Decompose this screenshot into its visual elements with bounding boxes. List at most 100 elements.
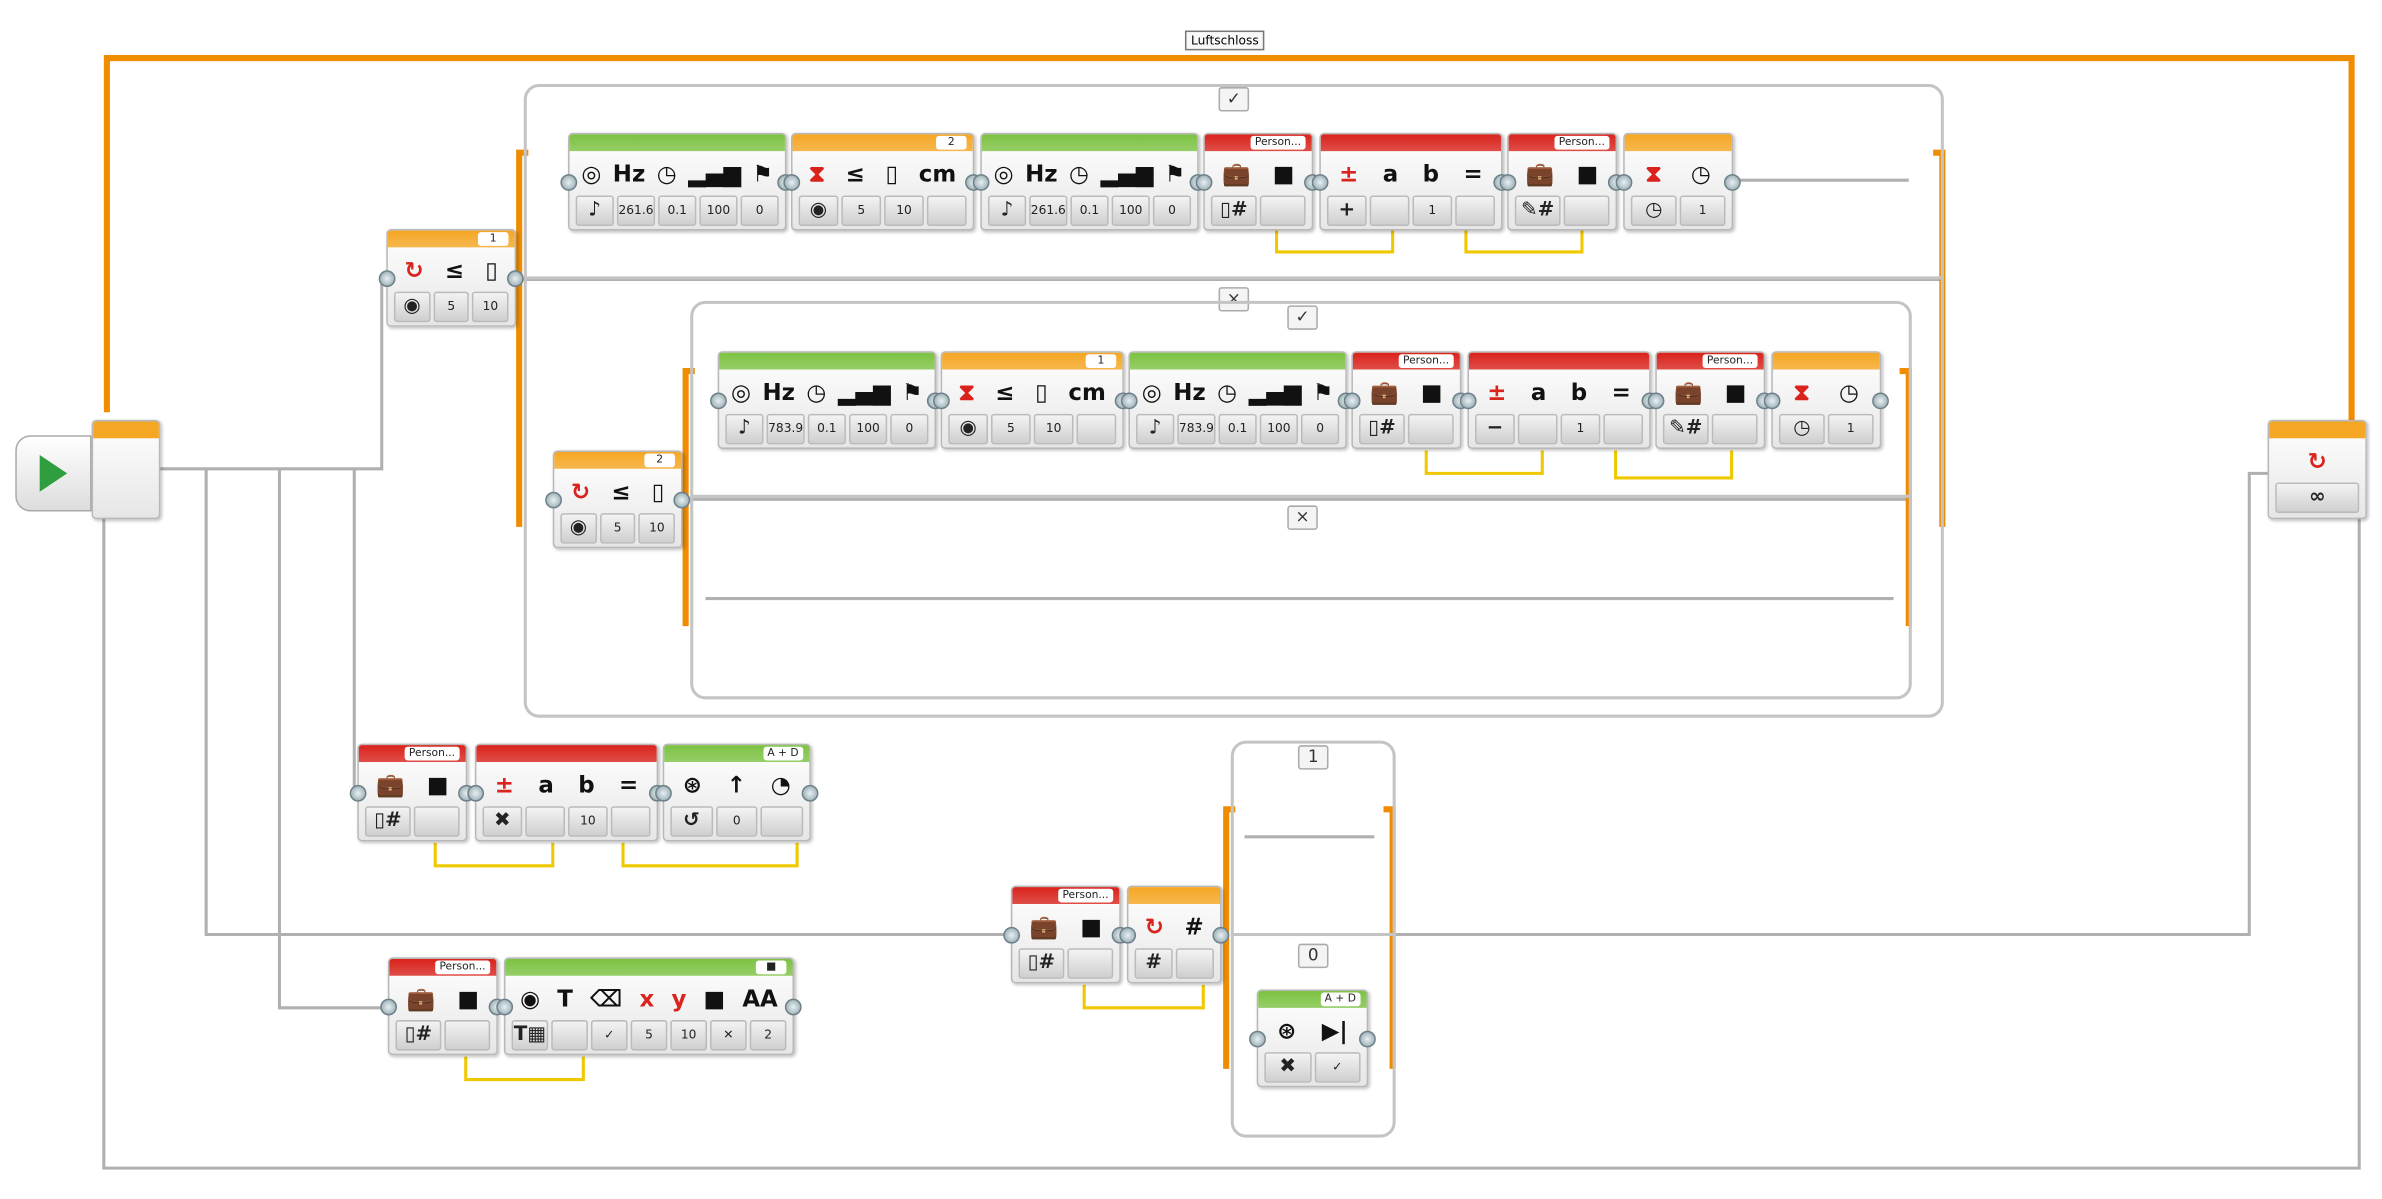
variable-read-block[interactable]: Person...💼■▯# [1195,132,1321,231]
mode-selector[interactable]: ◷ [1630,195,1677,226]
parameter-input[interactable]: 5 [433,291,470,323]
variable-write-block[interactable]: Person...💼■✎# [1499,132,1625,231]
parameter-input[interactable] [926,195,967,226]
mode-selector[interactable]: # [1134,948,1173,979]
mode-selector[interactable]: ✎# [1662,413,1709,445]
sequence-plug-in[interactable] [1120,392,1138,410]
program-title-tab[interactable]: Luftschloss [1184,30,1265,51]
variable-write-block[interactable]: Person...💼■✎# [1647,351,1773,449]
sequence-plug-in[interactable] [380,998,398,1016]
parameter-input[interactable] [1563,195,1610,226]
sequence-plug-in[interactable] [496,998,514,1016]
sequence-plug-out[interactable] [1723,174,1741,191]
block-header-label[interactable]: A + D [762,746,804,761]
sequence-plug-in[interactable] [467,784,485,802]
parameter-input[interactable]: 0 [740,195,779,226]
loop-start-block[interactable] [91,419,161,520]
parameter-input[interactable]: 5 [841,195,882,226]
numeric-switch-case-0-tab[interactable]: 0 [1297,943,1329,969]
parameter-input[interactable]: 10 [568,806,608,837]
parameter-input[interactable] [1603,413,1644,445]
mode-selector[interactable]: − [1475,413,1515,445]
inner-switch-true-tab[interactable]: ✓ [1287,305,1318,330]
parameter-input[interactable]: 261.6 [1029,195,1068,226]
parameter-input[interactable]: 1 [1827,413,1874,445]
block-header-label[interactable]: Person... [1702,354,1758,369]
sequence-plug-in[interactable] [1763,392,1781,410]
sequence-plug-in[interactable] [1195,174,1213,191]
sequence-plug-in[interactable] [783,174,801,191]
parameter-input[interactable]: 261.6 [616,195,656,226]
parameter-input[interactable] [444,1020,491,1051]
block-header-label[interactable]: ■ [755,960,787,975]
sequence-plug-in[interactable] [1615,174,1633,191]
parameter-input[interactable]: 10 [670,1020,708,1051]
parameter-input[interactable] [1259,195,1306,226]
parameter-input[interactable]: 10 [1033,413,1074,445]
block-header-label[interactable]: 2 [936,135,967,150]
sequence-plug-in[interactable] [655,784,672,802]
sequence-plug-in[interactable] [349,784,367,802]
parameter-input[interactable] [1711,413,1758,445]
parameter-input[interactable]: 10 [472,291,509,323]
sequence-plug-in[interactable] [545,491,562,509]
parameter-input[interactable]: 10 [884,195,924,226]
sequence-plug-out[interactable] [1359,1030,1376,1048]
parameter-input[interactable]: 783.9 [766,413,805,445]
sequence-plug-in[interactable] [378,270,396,288]
parameter-input[interactable] [1175,948,1214,979]
parameter-input[interactable]: 0 [1301,413,1340,445]
sequence-plug-in[interactable] [1459,392,1477,410]
mode-selector[interactable]: ▯# [1359,413,1405,445]
block-header-label[interactable]: A + D [1320,992,1361,1007]
parameter-input[interactable]: ✕ [710,1020,747,1051]
block-header-label[interactable]: Person... [1250,135,1306,150]
sequence-plug-in[interactable] [710,392,727,410]
block-header-label[interactable]: 1 [477,232,509,246]
sequence-plug-in[interactable] [1311,174,1329,191]
parameter-input[interactable] [413,806,460,837]
sequence-plug-in[interactable] [1003,926,1021,944]
variable-read-block[interactable]: Person...💼■▯# [1003,885,1129,984]
parameter-input[interactable] [1067,948,1114,979]
sequence-plug-in[interactable] [1249,1030,1266,1048]
parameter-input[interactable] [1076,413,1117,445]
mode-selector[interactable]: ✖ [1264,1052,1311,1083]
block-header-label[interactable]: Person... [1057,888,1114,903]
mode-selector[interactable]: ▯# [364,806,411,837]
mode-selector[interactable]: ♪ [725,413,764,445]
parameter-input[interactable]: ✓ [590,1020,628,1051]
parameter-input[interactable]: 5 [630,1020,668,1051]
parameter-input[interactable]: 1 [1412,195,1453,226]
parameter-input[interactable] [551,1020,588,1051]
wait-timer-block[interactable]: ⧗◷◷1 [1763,351,1889,449]
switch-numeric-block[interactable]: ↻## [1119,885,1230,984]
move-steering-block[interactable]: A + D⊛↑◔↺0 [655,743,819,842]
mode-selector[interactable]: ▯# [1210,195,1257,226]
mode-selector[interactable]: ✖ [482,806,523,837]
mode-selector[interactable]: ♪ [987,195,1027,226]
sequence-plug-in[interactable] [972,174,990,191]
parameter-input[interactable]: 2 [749,1020,787,1051]
numeric-switch-case-1-tab[interactable]: 1 [1297,745,1329,770]
mode-selector[interactable]: ↺ [670,806,713,837]
parameter-input[interactable] [760,806,804,837]
mode-selector[interactable]: ▯# [395,1020,442,1051]
block-header-label[interactable]: Person... [434,960,491,975]
parameter-input[interactable]: 5 [991,413,1031,445]
mode-selector[interactable]: ◉ [798,195,839,226]
loop-count-infinite[interactable]: ∞ [2275,482,2360,514]
parameter-input[interactable]: 0 [1152,195,1192,226]
mode-selector[interactable]: ◉ [393,291,431,323]
sequence-plug-in[interactable] [560,174,578,191]
start-block[interactable] [15,435,92,512]
parameter-input[interactable] [610,806,651,837]
mode-selector[interactable]: ♪ [1136,413,1175,445]
